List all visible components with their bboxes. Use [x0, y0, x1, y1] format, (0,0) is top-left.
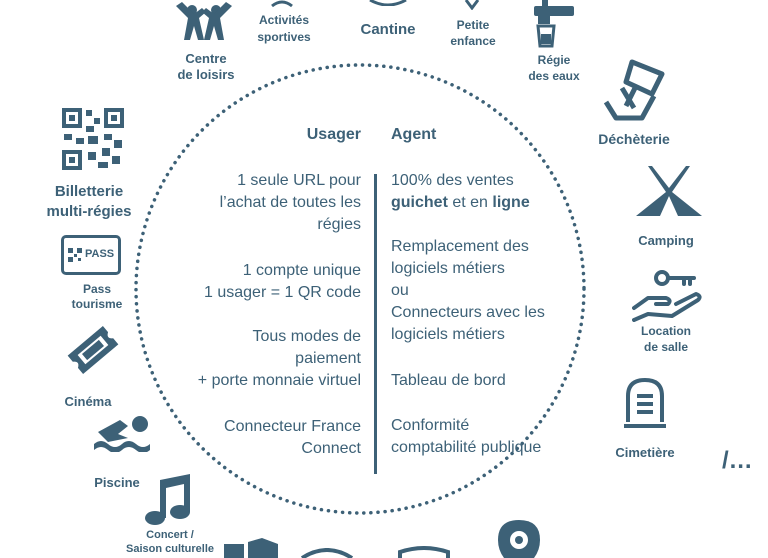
label-location-salle: Location de salle	[641, 324, 691, 354]
label-cimetiere: Cimetière	[615, 445, 675, 460]
plate-icon	[369, 0, 407, 6]
label-decheterie: Déchèterie	[598, 131, 670, 147]
tent-icon	[636, 166, 702, 216]
recycle-bin-icon	[603, 59, 665, 121]
label-pass-tourisme: Pass tourisme	[71, 282, 123, 311]
more-services-ellipsis: /…	[722, 447, 753, 474]
bottom-icon-1	[224, 538, 278, 558]
agent-sales-line1: 100% des ventes	[391, 172, 514, 189]
usager-block-url: 1 seule URL pour l’achat de toutes les r…	[219, 172, 361, 233]
label-petite-enfance: Petite enfance	[450, 18, 496, 48]
agent-sales-ligne: ligne	[492, 194, 530, 211]
agent-sales-guichet: guichet	[391, 194, 448, 211]
pass-badge-text: PASS	[85, 248, 115, 260]
dotted-circle	[134, 63, 586, 515]
usager-block-account: 1 compte unique 1 usager = 1 QR code	[204, 262, 361, 301]
water-tap-icon	[534, 0, 574, 48]
tombstone-icon	[624, 377, 666, 428]
agent-block-dashboard: Tableau de bord	[391, 372, 506, 389]
usager-block-payment: Tous modes de paiement + porte monnaie v…	[197, 328, 361, 389]
label-billetterie: Billetterie multi-régies	[46, 183, 132, 220]
label-piscine: Piscine	[94, 475, 140, 490]
agent-block-compliance: Conformité comptabilité publique	[391, 417, 542, 456]
people-jumping-icon	[176, 2, 232, 40]
label-camping: Camping	[638, 233, 694, 248]
agent-heading: Agent	[391, 126, 437, 143]
sport-icon	[271, 0, 293, 8]
agent-sales-line2: guichet et en ligne	[391, 192, 530, 214]
label-concert: Concert / Saison culturelle	[125, 529, 215, 555]
qr-code-icon	[62, 108, 124, 170]
swimmer-icon	[94, 416, 150, 452]
pass-qr-icon	[68, 248, 82, 262]
label-cinema: Cinéma	[64, 394, 112, 409]
bottom-icon-2	[300, 548, 354, 558]
center-divider	[374, 174, 377, 474]
key-hand-icon	[632, 270, 702, 322]
label-activites-sportives: Activités sportives	[257, 13, 311, 44]
agent-block-software: Remplacement des logiciels métiers ou Co…	[391, 238, 545, 343]
pass-card-icon: PASS	[61, 235, 121, 275]
ticket-icon	[67, 326, 119, 374]
label-cantine: Cantine	[360, 21, 416, 38]
agent-sales-mid: et en	[447, 194, 493, 211]
label-regie-eaux: Régie des eaux	[528, 53, 580, 83]
usager-heading: Usager	[306, 126, 361, 143]
baby-icon	[464, 0, 480, 10]
location-pin-icon	[498, 520, 540, 558]
usager-block-franceconnect: Connecteur France Connect	[224, 418, 361, 457]
label-centre-loisirs: Centre de loisirs	[177, 51, 235, 82]
agent-block-sales: 100% des ventes guichet et en ligne	[391, 170, 530, 214]
bottom-icon-3	[398, 546, 450, 558]
music-note-icon	[145, 474, 190, 525]
